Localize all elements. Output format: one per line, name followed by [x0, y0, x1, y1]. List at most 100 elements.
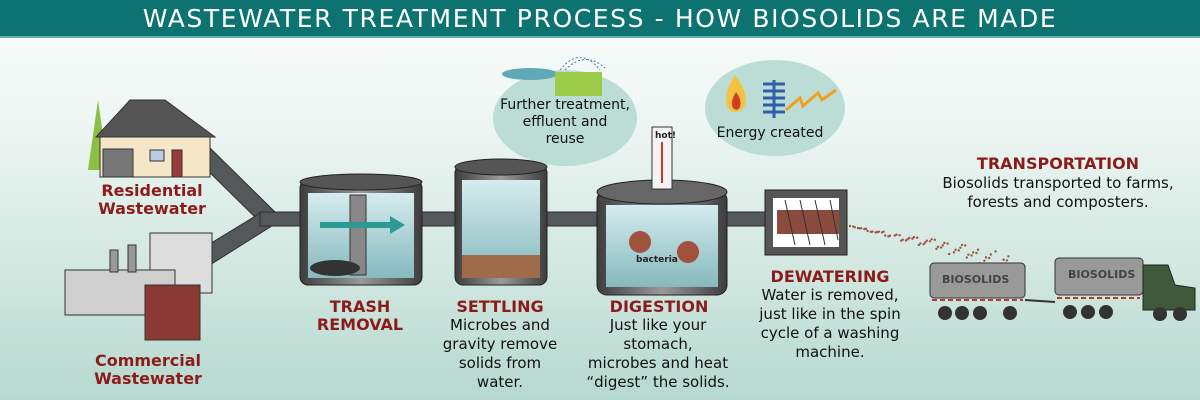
energy-created-text: Energy created — [716, 125, 824, 141]
label-line: Wastewater — [94, 369, 202, 388]
house-illustration — [88, 99, 217, 178]
title-line: REMOVAL — [316, 315, 404, 334]
text-line: just like in the spin — [759, 305, 901, 323]
spray-particle — [936, 245, 940, 248]
page-title: WASTEWATER TREATMENT PROCESS - HOW BIOSO… — [0, 0, 1200, 38]
spray-particle — [988, 256, 991, 260]
spray-particle — [874, 231, 877, 234]
dewatering-centrifuge — [764, 189, 848, 256]
spray-particle — [930, 238, 933, 241]
biosolids-truck — [1024, 257, 1196, 321]
spray-particle — [943, 241, 946, 245]
spray-particle — [970, 254, 973, 257]
text-line: Just like your — [609, 316, 707, 334]
text-line: Microbes and — [450, 316, 550, 334]
dewatering-title: DEWATERING — [770, 267, 890, 286]
spray-particle — [922, 243, 925, 246]
spray-particle — [984, 256, 988, 259]
text-line: water. — [476, 373, 524, 391]
spray-particle — [884, 234, 887, 237]
text-line: solids from — [458, 354, 542, 372]
label-line: Residential — [101, 181, 203, 200]
trailer-label: BIOSOLIDS — [942, 273, 1010, 286]
spray-particle — [948, 252, 951, 256]
spray-particle — [994, 250, 997, 253]
spray-particle — [928, 240, 932, 243]
spray-particle — [964, 244, 967, 247]
text-line: effluent and — [522, 114, 608, 130]
process-illustration — [64, 57, 1196, 341]
thermometer-label: hot! — [655, 131, 676, 141]
spray-particle — [975, 251, 978, 255]
spray-particle — [869, 230, 872, 234]
text-line: “digest” the solids. — [586, 373, 730, 391]
spray-particle — [940, 246, 943, 249]
lightning-icon — [785, 88, 837, 112]
spray-particle — [863, 227, 866, 231]
spray-particle — [976, 248, 980, 251]
text-line: reuse — [545, 131, 585, 147]
spray-particle — [972, 251, 975, 254]
settling-title: SETTLING — [456, 297, 544, 316]
text-line: forests and composters. — [967, 193, 1149, 211]
digestion-title: DIGESTION — [609, 297, 709, 316]
biosolids-trailer — [929, 262, 1026, 320]
spray-particle — [952, 251, 956, 254]
text-line: Water is removed, — [761, 286, 899, 304]
spray-particle — [904, 239, 908, 242]
spray-particle — [965, 256, 968, 259]
text-line: gravity remove — [442, 335, 558, 353]
spray-particle — [852, 225, 855, 228]
transportation-title: TRANSPORTATION — [976, 154, 1140, 173]
turbine-icon — [763, 80, 785, 118]
spray-particle — [954, 248, 957, 251]
spray-particle — [959, 246, 962, 249]
text-line: stomach, — [623, 335, 693, 353]
spray-particle — [941, 244, 944, 247]
text-line: cycle of a washing — [760, 324, 900, 342]
spray-particle — [946, 242, 949, 245]
spray-particle — [924, 241, 927, 244]
transportation-description: Biosolids transported to farms,forests a… — [942, 174, 1173, 212]
factory-illustration — [64, 232, 213, 341]
text-line: Further treatment, — [500, 97, 630, 113]
spray-particle — [880, 231, 884, 234]
irrigation-icon — [502, 57, 606, 96]
spray-particle — [911, 237, 914, 240]
spray-particle — [933, 238, 936, 242]
spray-particle — [925, 239, 928, 242]
text-line: Biosolids transported to farms, — [942, 174, 1174, 192]
spray-particle — [916, 236, 919, 239]
spray-particle — [967, 253, 970, 256]
bacteria-label: bacteria — [636, 255, 678, 265]
trash-removal-tank — [299, 173, 423, 286]
label-line: Commercial — [94, 351, 202, 370]
spray-particle — [957, 249, 960, 252]
title-line: TRASH — [329, 297, 391, 316]
spray-particle — [1007, 255, 1010, 258]
biosolids-spray — [848, 224, 1010, 269]
spray-particle — [912, 235, 916, 239]
settling-tank — [454, 158, 548, 286]
spray-particle — [887, 235, 890, 238]
spray-particle — [960, 243, 964, 247]
spray-particle — [1005, 259, 1008, 262]
spray-particle — [893, 234, 896, 237]
text-line: microbes and heat — [587, 354, 729, 372]
text-line: machine. — [795, 343, 865, 361]
flame-icon — [726, 75, 746, 112]
spray-particle — [866, 229, 869, 233]
spray-particle — [908, 236, 911, 240]
spray-particle — [919, 242, 922, 245]
spray-particle — [1002, 258, 1005, 261]
spray-particle — [900, 239, 903, 242]
spray-particle — [935, 247, 938, 251]
spray-particle — [917, 243, 920, 247]
